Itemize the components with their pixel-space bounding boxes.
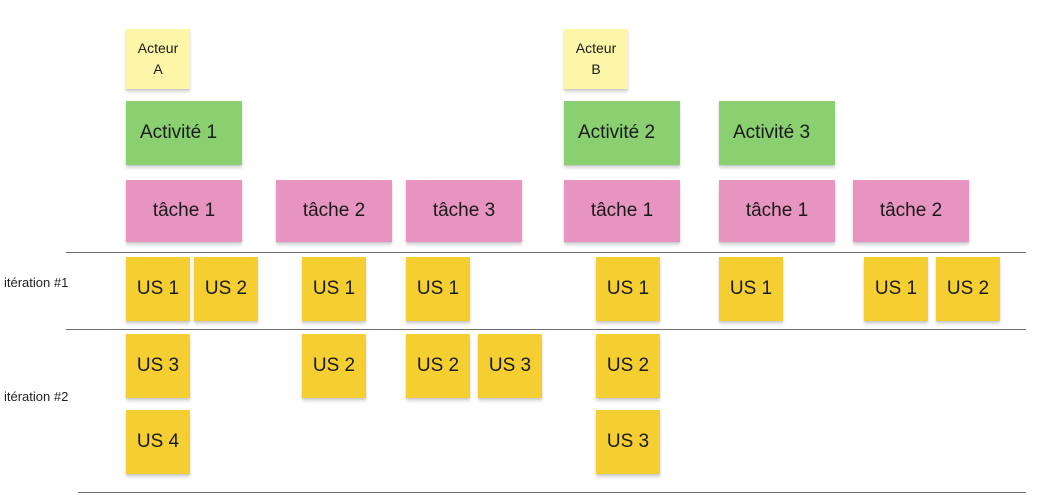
task-label: tâche 2 bbox=[302, 200, 366, 221]
iteration-1-label: itération #1 bbox=[4, 275, 69, 290]
user-story-label: US 1 bbox=[874, 278, 918, 299]
user-story-note[interactable]: US 2 bbox=[406, 334, 470, 398]
user-story-label: US 1 bbox=[136, 278, 180, 299]
task-note[interactable]: tâche 2 bbox=[276, 180, 392, 242]
user-story-note[interactable]: US 2 bbox=[936, 257, 1000, 321]
actor-a-label: Acteur A bbox=[137, 40, 179, 77]
user-story-label: US 2 bbox=[946, 278, 990, 299]
activity-1-label: Activité 1 bbox=[140, 122, 218, 143]
user-story-label: US 1 bbox=[729, 278, 773, 299]
iteration-2-label: itération #2 bbox=[4, 389, 69, 404]
user-story-label: US 1 bbox=[312, 278, 356, 299]
task-note[interactable]: tâche 1 bbox=[719, 180, 835, 242]
user-story-note[interactable]: US 2 bbox=[302, 334, 366, 398]
user-story-label: US 2 bbox=[312, 355, 356, 376]
user-story-label: US 3 bbox=[606, 431, 650, 452]
activity-3-label: Activité 3 bbox=[733, 122, 811, 143]
user-story-label: US 3 bbox=[136, 355, 180, 376]
task-label: tâche 1 bbox=[152, 200, 216, 221]
user-story-label: US 1 bbox=[606, 278, 650, 299]
task-label: tâche 3 bbox=[432, 200, 496, 221]
user-story-note[interactable]: US 3 bbox=[478, 334, 542, 398]
user-story-label: US 2 bbox=[606, 355, 650, 376]
user-story-note[interactable]: US 1 bbox=[126, 257, 190, 321]
actor-a-note[interactable]: Acteur A bbox=[126, 29, 190, 89]
user-story-note[interactable]: US 3 bbox=[596, 410, 660, 474]
task-note[interactable]: tâche 1 bbox=[564, 180, 680, 242]
task-note[interactable]: tâche 2 bbox=[853, 180, 969, 242]
actor-b-note[interactable]: Acteur B bbox=[564, 29, 628, 89]
iteration-divider-middle bbox=[66, 329, 1026, 330]
task-label: tâche 2 bbox=[879, 200, 943, 221]
activity-2-label: Activité 2 bbox=[578, 122, 656, 143]
user-story-label: US 2 bbox=[416, 355, 460, 376]
user-story-note[interactable]: US 3 bbox=[126, 334, 190, 398]
user-story-note[interactable]: US 1 bbox=[302, 257, 366, 321]
user-story-label: US 1 bbox=[416, 278, 460, 299]
user-story-note[interactable]: US 1 bbox=[719, 257, 783, 321]
task-note[interactable]: tâche 3 bbox=[406, 180, 522, 242]
iteration-divider-bottom bbox=[78, 492, 1026, 493]
user-story-label: US 3 bbox=[488, 355, 532, 376]
user-story-note[interactable]: US 2 bbox=[596, 334, 660, 398]
user-story-label: US 2 bbox=[204, 278, 248, 299]
actor-b-label: Acteur B bbox=[575, 40, 617, 77]
task-label: tâche 1 bbox=[590, 200, 654, 221]
task-label: tâche 1 bbox=[745, 200, 809, 221]
task-note[interactable]: tâche 1 bbox=[126, 180, 242, 242]
activity-1-note[interactable]: Activité 1 bbox=[126, 101, 242, 165]
user-story-note[interactable]: US 4 bbox=[126, 410, 190, 474]
iteration-divider-top bbox=[66, 252, 1026, 253]
user-story-note[interactable]: US 2 bbox=[194, 257, 258, 321]
user-story-label: US 4 bbox=[136, 431, 180, 452]
user-story-note[interactable]: US 1 bbox=[406, 257, 470, 321]
activity-2-note[interactable]: Activité 2 bbox=[564, 101, 680, 165]
user-story-note[interactable]: US 1 bbox=[596, 257, 660, 321]
activity-3-note[interactable]: Activité 3 bbox=[719, 101, 835, 165]
user-story-note[interactable]: US 1 bbox=[864, 257, 928, 321]
